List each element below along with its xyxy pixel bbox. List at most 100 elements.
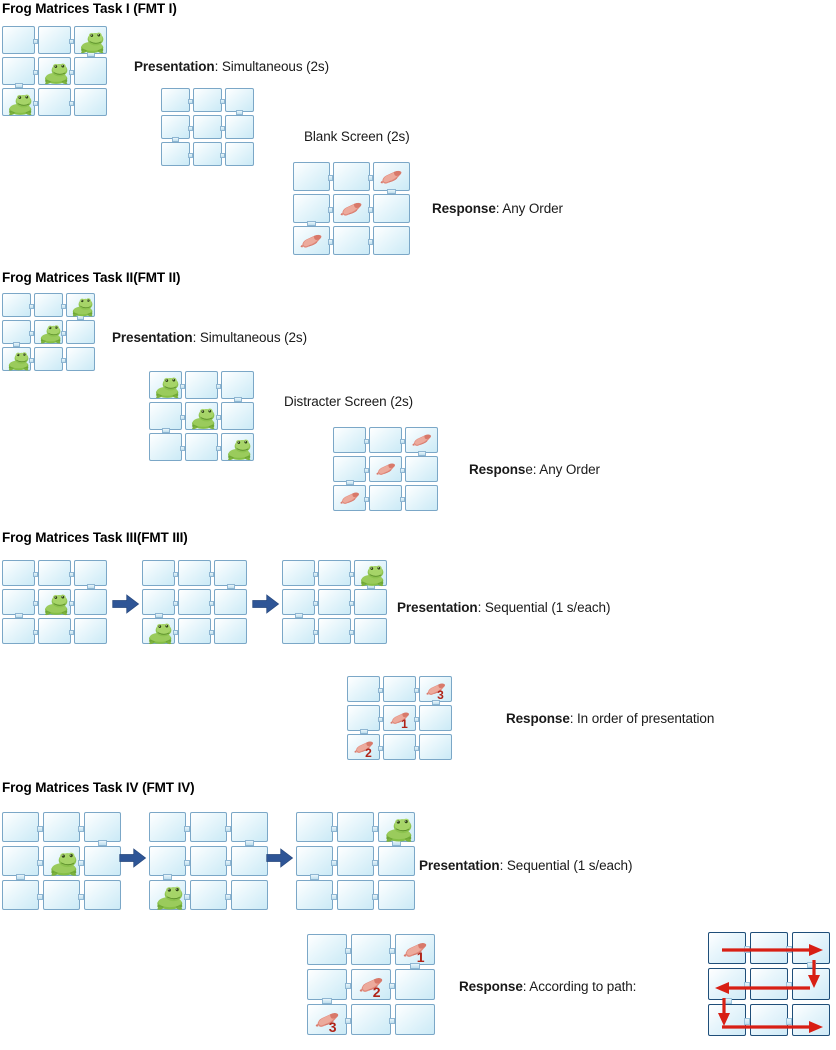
matrix-cell (34, 293, 66, 317)
matrix-cell[interactable] (369, 485, 405, 511)
presentation-caption-fmt-2: Presentation: Simultaneous (2s) (112, 330, 307, 345)
matrix-cell[interactable] (419, 734, 452, 760)
matrix-cell[interactable]: 3 (419, 676, 452, 705)
cell-connector-right (313, 600, 318, 607)
response-order-number: 3 (437, 688, 444, 703)
presentation-value-fmt-4: : Sequential (1 s/each) (499, 858, 633, 873)
distracter-grid-fmt-2 (149, 371, 254, 461)
matrix-cell (149, 433, 185, 461)
matrix-cell (74, 560, 107, 589)
matrix-cell[interactable] (347, 705, 383, 734)
response-label-fmt-2: Respons (469, 462, 526, 477)
matrix-cell (74, 589, 107, 615)
matrix-cell[interactable] (347, 676, 383, 702)
matrix-cell[interactable] (419, 705, 452, 731)
matrix-cell[interactable] (373, 162, 410, 194)
cell-connector-bottom (345, 480, 354, 485)
matrix-cell[interactable] (395, 969, 435, 1000)
matrix-cell[interactable] (351, 934, 395, 965)
response-order-number: 2 (365, 746, 372, 761)
cell-connector-right (29, 304, 34, 310)
matrix-cell[interactable] (369, 456, 405, 482)
cell-connector-bottom (14, 83, 23, 88)
matrix-cell[interactable] (383, 734, 419, 760)
cell-connector-right (220, 126, 225, 132)
cell-connector-right (313, 571, 318, 578)
matrix-cell[interactable]: 1 (383, 705, 419, 731)
matrix-cell (378, 846, 415, 876)
response-value-fmt-3: : In order of presentation (569, 711, 715, 726)
matrix-cell (161, 115, 193, 142)
cell-connector-right (349, 571, 354, 578)
matrix-cell (221, 371, 254, 402)
matrix-cell (149, 880, 190, 910)
matrix-cell[interactable] (333, 162, 373, 191)
cell-connector-bottom (359, 729, 368, 734)
matrix-cell[interactable] (405, 427, 438, 456)
presentation-value-fmt-3: : Sequential (1 s/each) (477, 600, 611, 615)
response-label-fmt-3: Response (506, 711, 570, 726)
cell-connector-right (61, 331, 66, 337)
response-value-fmt-1: : Any Order (495, 201, 563, 216)
matrix-cell[interactable] (333, 456, 369, 485)
matrix-cell (190, 846, 231, 876)
presentation-value-fmt-1: : Simultaneous (2s) (214, 59, 330, 74)
matrix-cell (354, 618, 387, 644)
response-label-fmt-4: Response (459, 979, 523, 994)
presentation-caption-fmt-1: Presentation: Simultaneous (2s) (134, 59, 329, 74)
matrix-cell (178, 560, 214, 586)
matrix-cell[interactable] (405, 485, 438, 511)
matrix-cell (214, 589, 247, 615)
matrix-cell[interactable] (307, 969, 351, 1004)
cell-connector-right (349, 600, 354, 607)
matrix-cell[interactable] (307, 934, 351, 965)
sequence-grid-3-fmt-3 (282, 560, 387, 644)
cell-connector-right (331, 893, 337, 900)
cell-connector-right (345, 948, 351, 955)
matrix-cell (38, 26, 74, 54)
matrix-cell (225, 142, 254, 166)
frog-icon (39, 324, 62, 344)
matrix-cell[interactable]: 2 (351, 969, 395, 1000)
matrix-cell[interactable] (293, 162, 333, 191)
matrix-cell[interactable] (333, 485, 369, 511)
matrix-cell[interactable]: 3 (307, 1004, 351, 1035)
matrix-cell (2, 846, 43, 880)
matrix-cell (74, 26, 107, 57)
cell-connector-right (368, 175, 373, 181)
frog-icon (7, 93, 33, 116)
matrix-cell[interactable] (373, 194, 410, 223)
cell-connector-right (69, 38, 74, 45)
cell-connector-right (180, 445, 185, 452)
matrix-cell[interactable] (383, 676, 419, 702)
cell-connector-right (372, 859, 378, 866)
matrix-cell[interactable]: 1 (395, 934, 435, 969)
matrix-cell[interactable] (395, 1004, 435, 1035)
presentation-label-fmt-3: Presentation (397, 600, 478, 615)
matrix-cell[interactable] (373, 226, 410, 255)
cell-connector-bottom (16, 874, 26, 880)
matrix-cell[interactable] (405, 456, 438, 482)
matrix-cell[interactable] (333, 226, 373, 255)
matrix-cell (142, 589, 178, 618)
cell-connector-right (78, 859, 84, 866)
matrix-cell[interactable] (333, 194, 373, 223)
matrix-cell[interactable] (333, 427, 369, 453)
presentation-label-fmt-4: Presentation (419, 858, 500, 873)
cell-connector-right (69, 69, 74, 76)
pointing-hand-icon (339, 200, 366, 218)
task-title-fmt-1: Frog Matrices Task I (FMT I) (2, 1, 177, 16)
matrix-cell[interactable] (369, 427, 405, 453)
matrix-cell (378, 812, 415, 846)
cell-connector-right (69, 600, 74, 607)
task-title-fmt-3: Frog Matrices Task III(FMT III) (2, 530, 188, 545)
response-label-fmt-1: Response (432, 201, 496, 216)
cell-connector-right (33, 571, 38, 578)
matrix-cell (221, 433, 254, 461)
matrix-cell[interactable]: 2 (347, 734, 383, 761)
matrix-cell (84, 880, 121, 910)
matrix-cell[interactable] (351, 1004, 395, 1035)
matrix-cell[interactable] (293, 194, 333, 226)
matrix-cell (2, 88, 38, 116)
matrix-cell[interactable] (293, 226, 333, 255)
